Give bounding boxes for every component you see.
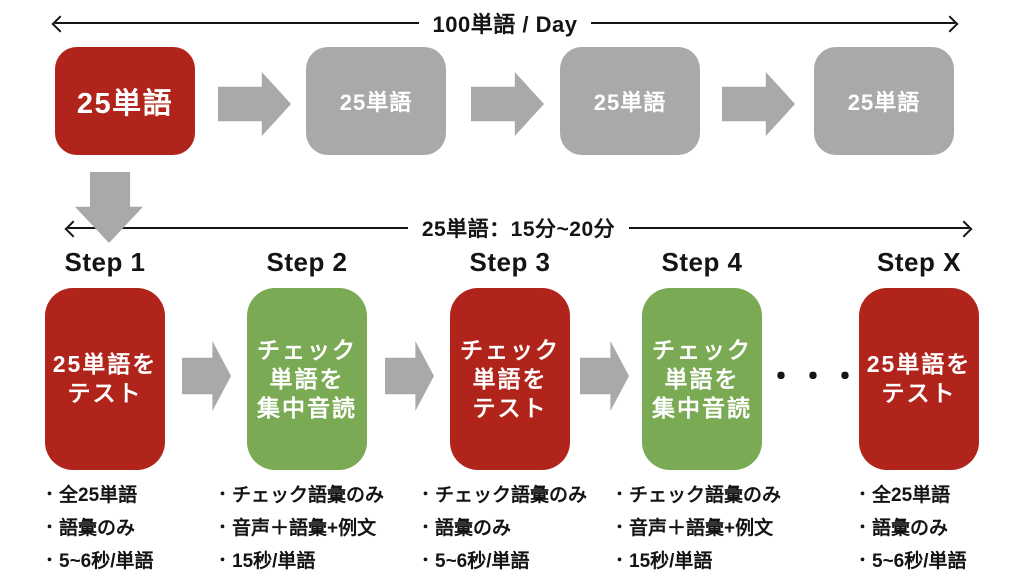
note-item: ・15秒/単語: [215, 543, 384, 576]
step-1-box-line: 25単語を: [52, 351, 158, 377]
note-item: ・チェック語彙のみ: [418, 477, 587, 510]
bullet-icon: ・: [215, 519, 231, 536]
note-item: ・5~6秒/単語: [42, 543, 154, 576]
note-text: 語彙のみ: [435, 518, 512, 539]
step-1-box-line: テスト: [67, 380, 143, 406]
arrow-line-right: [591, 21, 955, 25]
step-x-title: Step X: [877, 247, 961, 277]
bullet-icon: ・: [418, 486, 434, 503]
arrow-line-right: [629, 226, 969, 230]
step-1-notes: ・全25単語 ・語彙のみ ・5~6秒/単語: [42, 477, 154, 576]
note-item: ・15秒/単語: [612, 543, 781, 576]
arrow-line-left: [68, 226, 408, 230]
word-block-2: 25単語: [306, 47, 446, 155]
note-text: 5~6秒/単語: [435, 551, 530, 572]
note-text: 5~6秒/単語: [872, 551, 967, 572]
step-3-notes: ・チェック語彙のみ ・語彙のみ ・5~6秒/単語: [418, 477, 587, 576]
note-text: 音声＋語彙+例文: [629, 518, 774, 539]
bullet-icon: ・: [855, 519, 871, 536]
step-2-box-line: 単語を: [269, 365, 345, 392]
note-text: 語彙のみ: [59, 518, 136, 539]
step-x-box: 25単語を テスト: [859, 288, 979, 470]
step-4-title: Step 4: [661, 247, 743, 277]
note-item: ・語彙のみ: [855, 510, 967, 543]
note-text: 全25単語: [59, 485, 138, 506]
step-1-box: 25単語を テスト: [45, 288, 165, 470]
note-item: ・全25単語: [855, 477, 967, 510]
step-3-box-line: 単語を: [472, 365, 548, 392]
note-text: チェック語彙のみ: [232, 485, 385, 506]
note-item: ・5~6秒/単語: [855, 543, 967, 576]
note-text: チェック語彙のみ: [435, 485, 588, 506]
session-span-arrow: 25単語：15分~20分: [68, 215, 969, 241]
step-4-box-line: チェック: [652, 336, 752, 363]
bullet-icon: ・: [42, 552, 58, 569]
daily-span-arrow: 100単語 / Day: [55, 10, 955, 37]
note-item: ・5~6秒/単語: [418, 543, 587, 576]
note-item: ・語彙のみ: [418, 510, 587, 543]
step-4-notes: ・チェック語彙のみ ・音声＋語彙+例文 ・15秒/単語: [612, 477, 781, 576]
word-block-1-label: 25単語: [76, 88, 174, 120]
bullet-icon: ・: [418, 552, 434, 569]
bullet-icon: ・: [855, 486, 871, 503]
step-2-box-line: 集中音読: [257, 394, 357, 421]
bullet-icon: ・: [612, 519, 628, 536]
step-x-notes: ・全25単語 ・語彙のみ ・5~6秒/単語: [855, 477, 967, 576]
note-text: 全25単語: [872, 485, 951, 506]
arrow-line-left: [55, 21, 419, 25]
note-text: 15秒/単語: [232, 551, 316, 572]
ellipsis-dots: ・・・: [766, 361, 862, 394]
daily-span-label: 100単語 / Day: [432, 12, 578, 37]
note-item: ・全25単語: [42, 477, 154, 510]
bullet-icon: ・: [42, 519, 58, 536]
session-span-label: 25単語：15分~20分: [421, 218, 616, 241]
bullet-icon: ・: [612, 552, 628, 569]
note-text: 音声＋語彙+例文: [232, 518, 377, 539]
bullet-icon: ・: [42, 486, 58, 503]
flow-arrow-1: [218, 72, 291, 136]
step-4-box-line: 単語を: [664, 365, 740, 392]
note-item: ・語彙のみ: [42, 510, 154, 543]
step-2-notes: ・チェック語彙のみ ・音声＋語彙+例文 ・15秒/単語: [215, 477, 384, 576]
note-item: ・チェック語彙のみ: [215, 477, 384, 510]
step-2-title: Step 2: [266, 247, 348, 277]
word-block-4: 25単語: [814, 47, 954, 155]
bullet-icon: ・: [418, 519, 434, 536]
word-block-2-label: 25単語: [339, 90, 413, 115]
step-arrow-2: [385, 341, 434, 411]
note-text: チェック語彙のみ: [629, 485, 782, 506]
step-2-box-line: チェック: [257, 336, 357, 363]
note-text: 15秒/単語: [629, 551, 713, 572]
step-3-title: Step 3: [469, 247, 551, 277]
note-item: ・チェック語彙のみ: [612, 477, 781, 510]
step-arrow-3: [580, 341, 629, 411]
bullet-icon: ・: [612, 486, 628, 503]
word-block-4-label: 25単語: [847, 90, 921, 115]
step-4-box: チェック 単語を 集中音読: [642, 288, 762, 470]
step-x-box-line: テスト: [881, 380, 957, 406]
step-arrow-1: [182, 341, 231, 411]
step-4-box-line: 集中音読: [652, 394, 752, 421]
note-item: ・音声＋語彙+例文: [612, 510, 781, 543]
step-3-box: チェック 単語を テスト: [450, 288, 570, 470]
word-block-1: 25単語: [55, 47, 195, 155]
note-item: ・音声＋語彙+例文: [215, 510, 384, 543]
step-3-box-line: テスト: [472, 394, 548, 421]
note-text: 5~6秒/単語: [59, 551, 154, 572]
bullet-icon: ・: [215, 486, 231, 503]
word-block-3-label: 25単語: [593, 90, 667, 115]
step-1-title: Step 1: [64, 247, 146, 277]
step-3-box-line: チェック: [460, 336, 560, 363]
bullet-icon: ・: [215, 552, 231, 569]
bullet-icon: ・: [855, 552, 871, 569]
step-2-box: チェック 単語を 集中音読: [247, 288, 367, 470]
note-text: 語彙のみ: [872, 518, 949, 539]
flow-arrow-3: [722, 72, 795, 136]
step-x-box-line: 25単語を: [866, 351, 972, 377]
flow-arrow-2: [471, 72, 544, 136]
word-block-3: 25単語: [560, 47, 700, 155]
